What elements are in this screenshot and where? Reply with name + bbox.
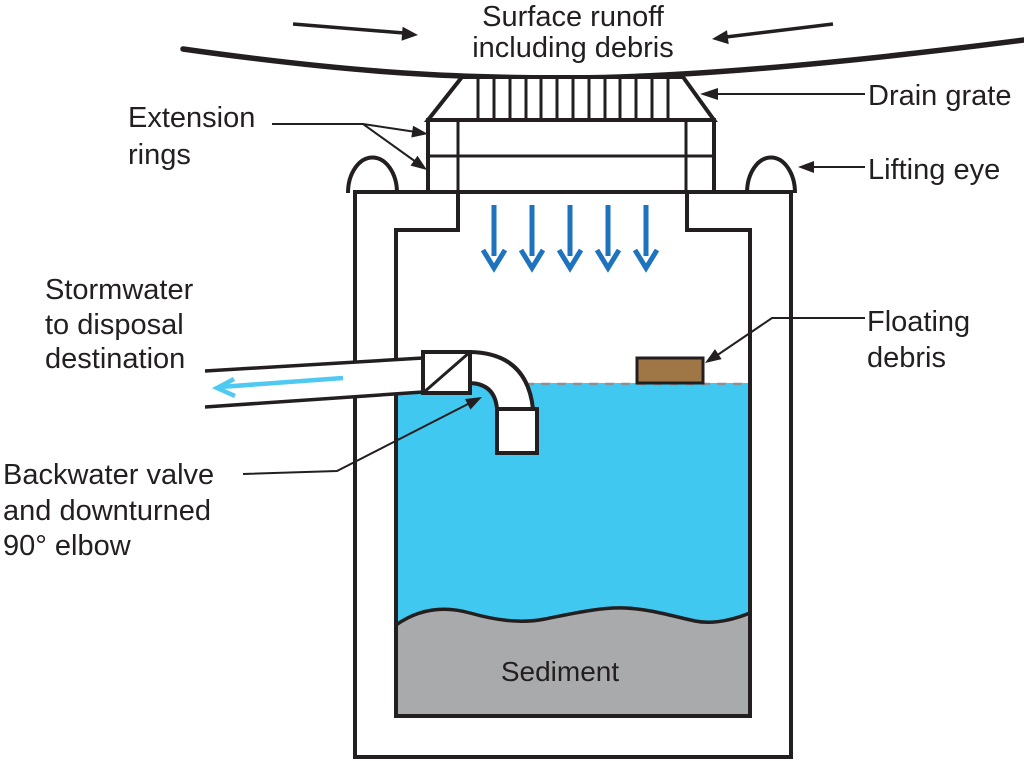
label-backwater-valve-line1: Backwater valve [3,459,214,491]
runoff-arrow-right [725,22,834,39]
drain-grate-bars [476,77,670,120]
downturned-outlet [495,407,539,455]
inflow-arrow-2 [518,205,546,273]
lifting-eye-right [745,155,797,194]
label-surface-runoff-line2: including debris [472,32,674,64]
extension-rings [426,118,716,194]
inflow-arrow-1 [480,205,508,273]
outlet-pipe-assembly [204,350,539,455]
label-backwater-valve-line2: and downturned [3,495,211,527]
label-leaders [242,88,865,475]
runoff-arrow-left [292,22,405,35]
label-floating-debris-line2: debris [867,342,946,374]
floating-debris-leader [715,317,865,357]
runoff-arrow-left-head [401,26,418,41]
label-sediment: Sediment [501,656,620,687]
labels: Surface runoff including debris Drain gr… [3,1,1011,687]
elbow-inner-curve [469,381,499,410]
extension-rings-branch-1-head [411,125,428,138]
inflow-arrow-5 [632,205,660,273]
runoff-direction-arrows [292,22,834,45]
floating-debris-leader-head [705,349,722,363]
lifting-eye-left [346,155,399,194]
label-floating-debris-line1: Floating [867,306,970,338]
label-backwater-valve-line3: 90° elbow [3,530,132,562]
inflow-arrows [480,205,660,273]
sediment-layer [394,606,752,718]
inflow-arrow-4 [594,205,622,273]
extension-rings-branch-1 [362,123,417,133]
drain-grate-leader-head [700,88,718,100]
floating-debris-box [635,356,705,385]
label-surface-runoff-line1: Surface runoff [482,1,665,33]
outlet-pipe-top [204,356,424,373]
lifting-eye-leader-head [798,161,814,173]
label-drain-grate: Drain grate [868,80,1011,112]
outflow-arrow [211,375,344,399]
label-stormwater-line3: destination [45,343,185,375]
label-stormwater-line2: to disposal [45,309,184,341]
label-stormwater-line1: Stormwater [45,274,194,306]
elbow-pipe-body [470,352,533,409]
inflow-arrow-3 [556,205,584,273]
drain-grate [423,75,718,122]
backwater-valve-leader-head [465,397,482,410]
sump-wall [353,190,793,759]
backwater-valve-leader [242,403,469,475]
backwater-valve-diagonal [422,350,471,395]
extension-rings-branch-2 [362,123,417,163]
outlet-pipe-bottom [204,390,424,409]
drain-grate-frame [423,75,718,122]
elbow-outer-curve [469,350,535,410]
label-lifting-eye: Lifting eye [868,154,1000,186]
label-extension-rings-line1: Extension [128,102,255,134]
label-extension-rings-line2: rings [128,139,191,171]
runoff-arrow-right-head [712,30,729,45]
extension-rings-branch-2-head [410,155,427,170]
